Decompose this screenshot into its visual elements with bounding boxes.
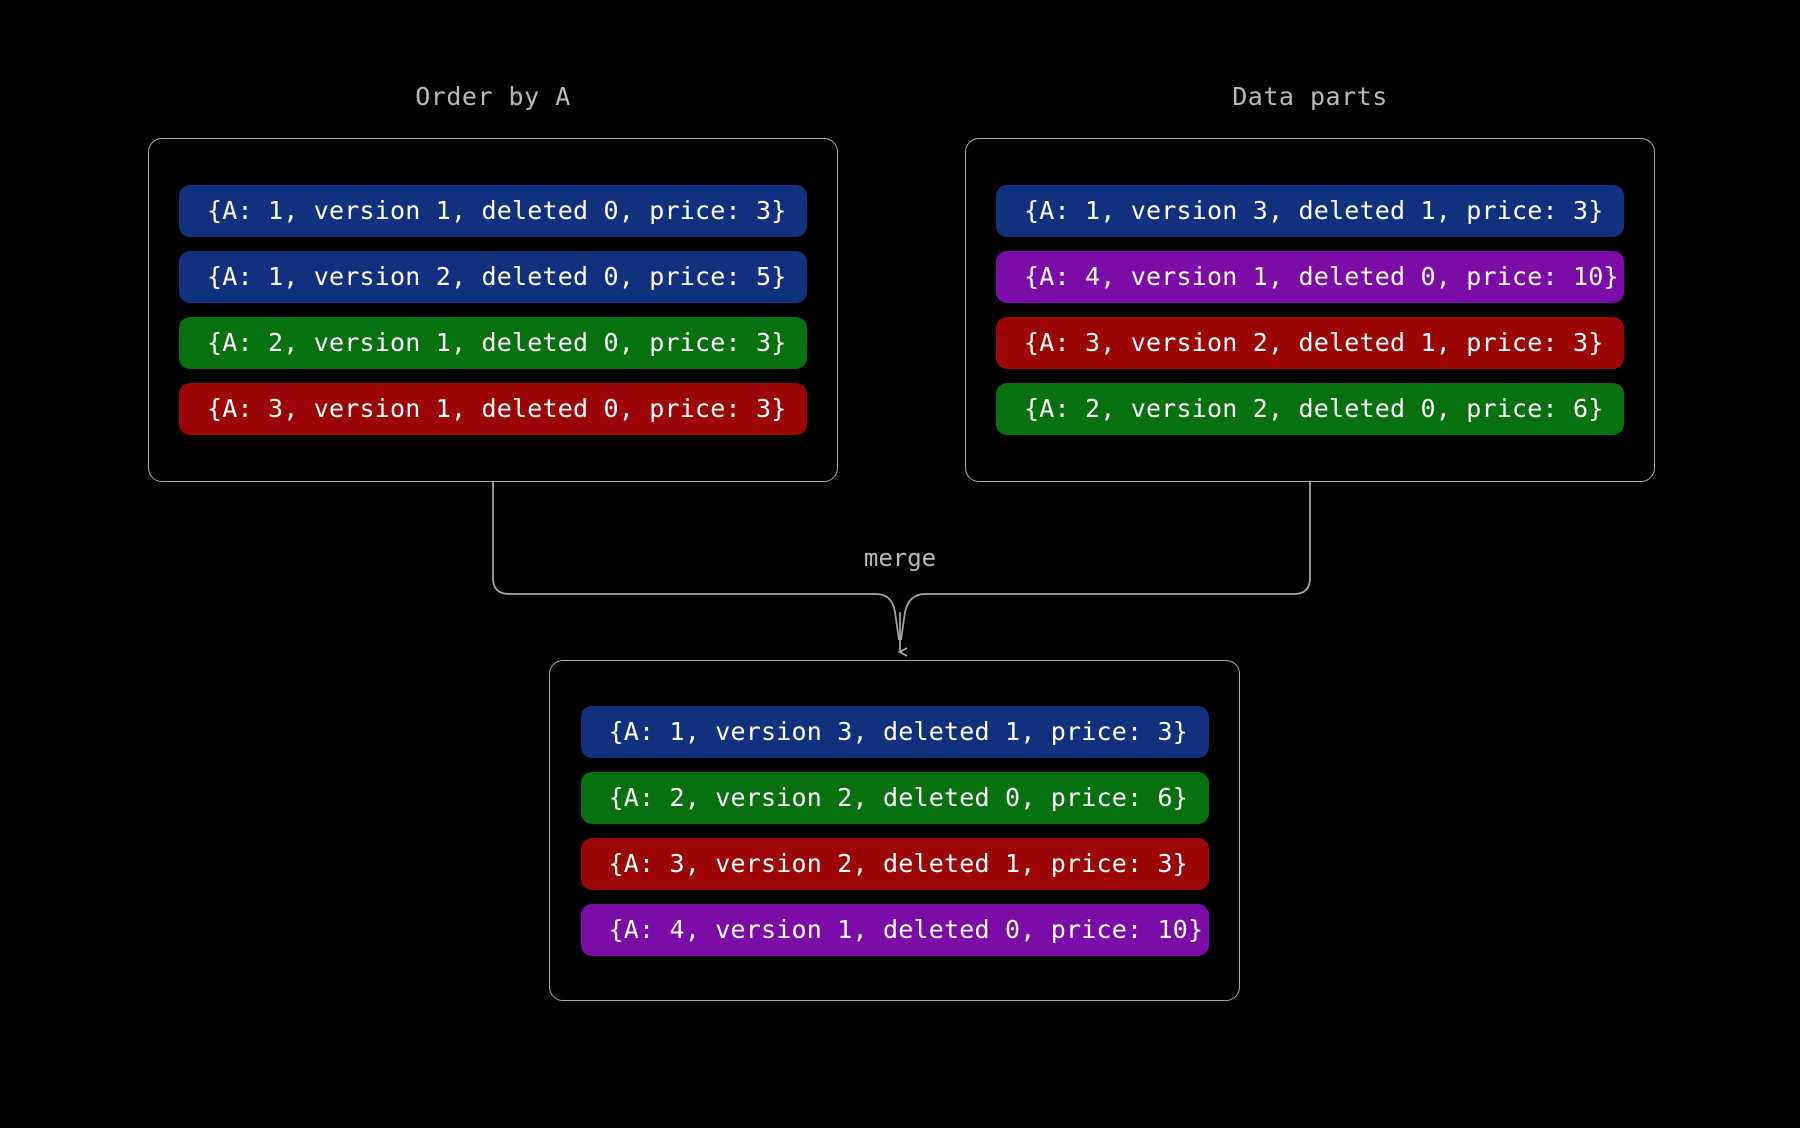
record-row[interactable]: {A: 2, version 2, deleted 0, price: 6} (996, 383, 1624, 435)
record-list-merged: {A: 1, version 3, deleted 1, price: 3} {… (550, 705, 1239, 956)
record-row[interactable]: {A: 1, version 3, deleted 1, price: 3} (996, 185, 1624, 237)
record-row[interactable]: {A: 1, version 1, deleted 0, price: 3} (179, 185, 807, 237)
record-list-order-by-a: {A: 1, version 1, deleted 0, price: 3} {… (149, 185, 837, 435)
merge-label: merge (863, 544, 937, 572)
record-row[interactable]: {A: 2, version 1, deleted 0, price: 3} (179, 317, 807, 369)
record-row[interactable]: {A: 3, version 2, deleted 1, price: 3} (996, 317, 1624, 369)
record-row[interactable]: {A: 1, version 2, deleted 0, price: 5} (179, 251, 807, 303)
record-row[interactable]: {A: 4, version 1, deleted 0, price: 10} (996, 251, 1624, 303)
record-row[interactable]: {A: 3, version 2, deleted 1, price: 3} (580, 837, 1209, 890)
record-row[interactable]: {A: 1, version 3, deleted 1, price: 3} (580, 705, 1209, 758)
panel-title-data-parts: Data parts (1232, 82, 1388, 111)
record-row[interactable]: {A: 3, version 1, deleted 0, price: 3} (179, 383, 807, 435)
panel-title-order-by-a: Order by A (415, 82, 571, 111)
record-row[interactable]: {A: 4, version 1, deleted 0, price: 10} (580, 903, 1209, 956)
panel-order-by-a: {A: 1, version 1, deleted 0, price: 3} {… (148, 138, 838, 482)
panel-data-parts: {A: 1, version 3, deleted 1, price: 3} {… (965, 138, 1655, 482)
record-row[interactable]: {A: 2, version 2, deleted 0, price: 6} (580, 771, 1209, 824)
record-list-data-parts: {A: 1, version 3, deleted 1, price: 3} {… (966, 185, 1654, 435)
panel-merged-result: {A: 1, version 3, deleted 1, price: 3} {… (549, 660, 1240, 1001)
